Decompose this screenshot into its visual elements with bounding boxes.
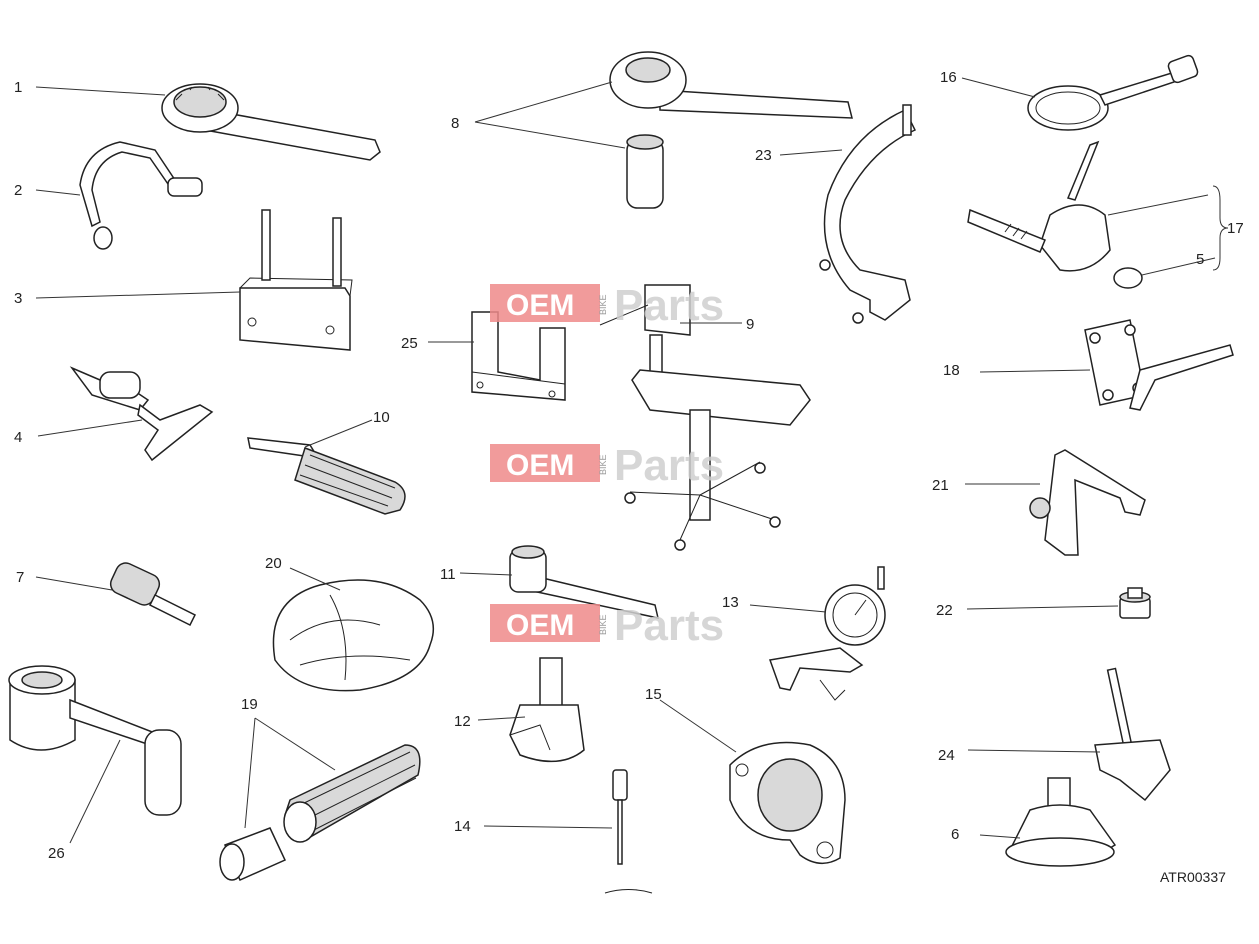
tool-11-pin-wrench	[509, 545, 659, 619]
watermark-bike-text: BIKE	[598, 294, 608, 315]
tool-4-t-handle	[69, 366, 214, 462]
callout-15: 15	[645, 686, 662, 703]
callout-11: 11	[440, 566, 456, 583]
callout-23: 23	[755, 147, 772, 164]
callout-3: 3	[14, 290, 22, 307]
callout-12: 12	[454, 713, 471, 730]
tool-9-engine-stand	[599, 284, 811, 551]
tool-8-pin-spanner	[609, 51, 853, 209]
tool-3-stud-plate	[239, 209, 353, 351]
tool-23-curved-bracket	[819, 104, 917, 324]
callout-18: 18	[943, 362, 960, 379]
callout-10: 10	[373, 409, 390, 426]
watermark-bike-text: BIKE	[598, 614, 608, 635]
callout-21: 21	[932, 477, 949, 494]
callout-16: 16	[940, 69, 957, 86]
callout-labels: 1 2 3 4 5 6 7 8 9 10 11 12 13 14 15 16 1…	[14, 69, 1244, 862]
watermark-2: OEM BIKE Parts	[490, 441, 724, 490]
tool-17-lever-puller	[967, 140, 1143, 289]
callout-20: 20	[265, 555, 282, 572]
callout-14: 14	[454, 818, 471, 835]
watermark-parts-text: Parts	[614, 281, 724, 330]
watermark-oem-text: OEM	[506, 609, 574, 642]
watermark-1: OEM BIKE Parts	[490, 281, 724, 330]
watermark-parts-text: Parts	[614, 601, 724, 650]
callout-5: 5	[1196, 251, 1204, 268]
callout-17: 17	[1227, 220, 1244, 237]
callout-4: 4	[14, 429, 22, 446]
callout-25: 25	[401, 335, 418, 352]
callout-24: 24	[938, 747, 955, 764]
tool-15-ring-holder	[729, 741, 846, 864]
callout-22: 22	[936, 602, 953, 619]
callout-13: 13	[722, 594, 739, 611]
tool-12-puller	[509, 657, 585, 763]
tool-26-socket-wrench	[8, 665, 182, 816]
watermark-parts-text: Parts	[614, 441, 724, 490]
tool-24-rod-clamp	[1094, 667, 1171, 802]
tool-16-strap-wrench	[1027, 54, 1199, 131]
tool-19-sleeve-set	[219, 744, 421, 881]
reference-code: ATR00337	[1160, 869, 1226, 885]
tool-10-knurled-drift	[247, 437, 406, 515]
callout-1: 1	[14, 79, 22, 96]
tool-22-small-nut	[1119, 587, 1151, 619]
callout-7: 7	[16, 569, 24, 586]
callout-6: 6	[951, 826, 959, 843]
tool-20-cover-bag	[272, 579, 435, 692]
callout-26: 26	[48, 845, 65, 862]
watermark-oem-text: OEM	[506, 289, 574, 322]
watermark-3: OEM BIKE Parts	[490, 601, 724, 650]
tool-25-u-frame	[471, 311, 566, 401]
bottom-arc	[604, 889, 653, 894]
watermark-bike-text: BIKE	[598, 454, 608, 475]
callout-2: 2	[14, 182, 22, 199]
watermark-oem-text: OEM	[506, 449, 574, 482]
tool-21-hook-bracket	[1029, 449, 1146, 556]
tool-2-bent-rod	[79, 141, 203, 250]
tool-6-base-plate	[1005, 777, 1117, 867]
tool-18-plate-puller	[1084, 319, 1234, 411]
tool-7-knurled-pin	[109, 562, 197, 627]
leader-lines	[35, 77, 1229, 844]
tool-1-ring-spanner	[161, 83, 381, 161]
callout-9: 9	[746, 316, 754, 333]
tool-14-thin-pin	[612, 769, 628, 865]
callout-19: 19	[241, 696, 258, 713]
callout-8: 8	[451, 115, 459, 132]
tool-13-dial-gauge	[768, 566, 886, 701]
